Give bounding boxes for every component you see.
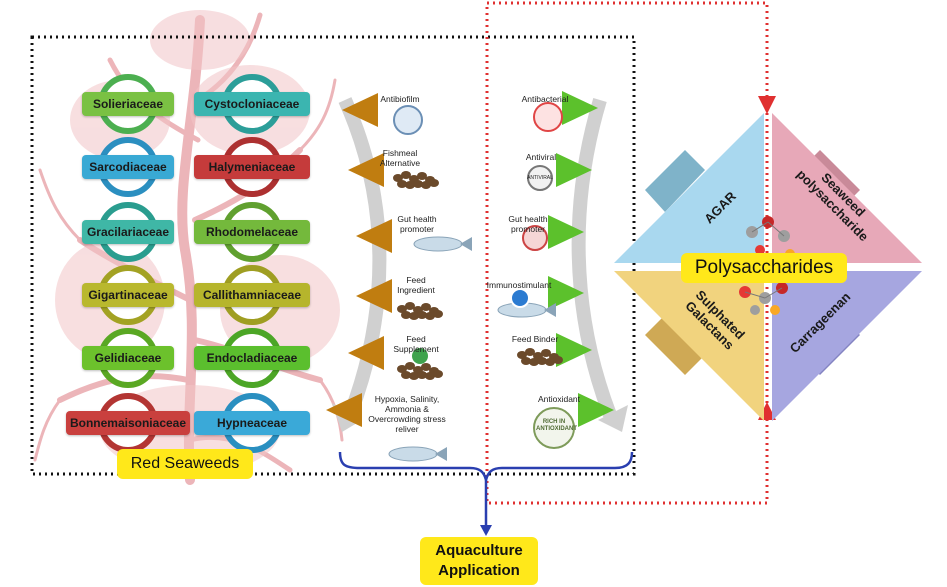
left-application-arrow <box>348 336 384 370</box>
application-label-right: Antioxidant <box>537 394 581 404</box>
aquaculture-application-label: Aquaculture Application <box>420 537 538 585</box>
right-application-arrow <box>556 333 592 367</box>
antibacterial-icon <box>533 102 563 132</box>
red-seaweeds-label: Red Seaweeds <box>117 449 253 479</box>
immunostimulant-shield-icon <box>510 288 530 308</box>
family-label: Cystocloniaceae <box>194 92 310 116</box>
left-application-arrow <box>342 93 378 127</box>
left-application-arrow <box>356 219 392 253</box>
application-label-left: Gut health promoter <box>397 214 437 234</box>
feed-supplement-bottle-icon <box>412 348 428 364</box>
antiviral-icon-text: ANTIVIRAL <box>527 175 553 181</box>
right-application-arrow <box>556 153 592 187</box>
family-label: Bonnemaisoniaceae <box>66 411 190 435</box>
right-application-arrow <box>548 215 584 249</box>
agar-quadrant <box>614 113 764 263</box>
application-label-right: Feed Binder <box>511 334 559 344</box>
application-label-left: Feed Ingredient <box>397 275 435 295</box>
family-label: Gelidiaceae <box>82 346 174 370</box>
family-label: Halymeniaceae <box>194 155 310 179</box>
application-label-right: Immunostimulant <box>486 280 552 290</box>
application-label-right: Antibacterial <box>521 94 569 104</box>
antiviral-shield-icon <box>527 165 553 191</box>
family-label: Sarcodiaceae <box>82 155 174 179</box>
family-label: Rhodomelaceae <box>194 220 310 244</box>
gut-health-icon <box>522 225 548 251</box>
application-label-left: Hypoxia, Salinity, Ammonia & Overcrowdin… <box>368 394 446 434</box>
carrageenan-quadrant <box>772 271 922 421</box>
application-label-left: Antibiofilm <box>380 94 420 104</box>
family-label: Gracilariaceae <box>82 220 174 244</box>
application-label-right: Gut health promoter <box>508 214 548 234</box>
family-label: Endocladiaceae <box>194 346 310 370</box>
brace-arrow-head <box>480 525 492 536</box>
family-label: Solieriaceae <box>82 92 174 116</box>
right-application-arrow <box>548 276 584 310</box>
family-label: Callithamniaceae <box>194 283 310 307</box>
right-application-arrow <box>562 91 598 125</box>
application-label-right: Antiviral <box>525 152 557 162</box>
application-label-left: Fishmeal Alternative <box>379 148 421 168</box>
fishmeal-pellets-icon <box>393 171 439 189</box>
feed-binder-pellets-icon <box>517 348 563 366</box>
feed-supplement-pellets-icon <box>397 362 443 380</box>
left-application-arrow <box>326 393 362 427</box>
sulphated-galactans-quadrant <box>614 271 764 421</box>
antioxidant-icon-text: RICH IN ANTIOXIDANT <box>536 419 577 432</box>
antibiofilm-icon <box>393 105 423 135</box>
left-curved-arrow <box>338 97 387 418</box>
red-seaweeds-box <box>30 35 636 476</box>
right-application-arrow <box>578 393 614 427</box>
left-application-arrow <box>356 279 392 313</box>
antioxidant-badge-icon <box>533 407 575 449</box>
family-label: Gigartinaceae <box>82 283 174 307</box>
feed-ingredient-pellets-icon <box>397 302 443 320</box>
polysaccharides-label: Polysaccharides <box>681 253 847 283</box>
application-label-left: Feed Supplement <box>393 334 439 354</box>
right-curved-arrow <box>571 97 617 418</box>
stress-fish-icon <box>388 446 447 462</box>
gut-health-fish-icon <box>413 236 472 252</box>
family-label: Hypneaceae <box>194 411 310 435</box>
left-application-arrow <box>348 153 384 187</box>
seaweed-polysaccharide-quadrant <box>772 113 922 263</box>
red-arrow-head-top <box>758 96 776 114</box>
